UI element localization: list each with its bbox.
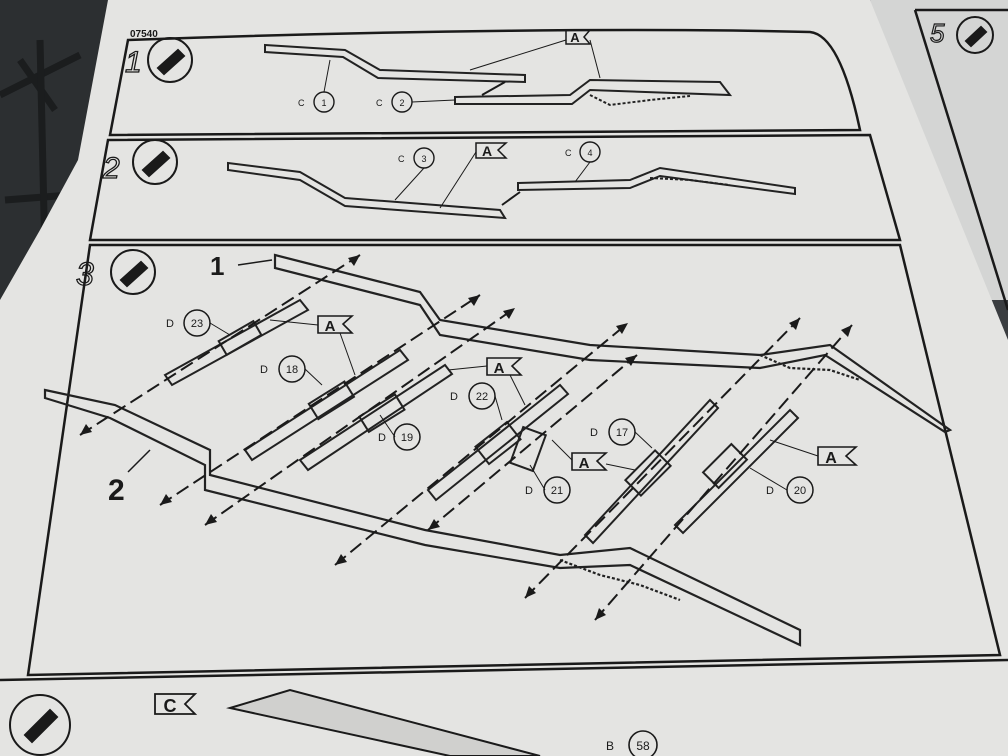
glue-tube-icon <box>9 694 71 756</box>
tag-a-step-3-3: A <box>571 452 609 472</box>
cross-member-18 <box>243 348 410 462</box>
svg-text:C: C <box>164 696 177 716</box>
subassembly-1-pointer <box>237 259 273 266</box>
step-1-frame-rail-right <box>454 78 733 107</box>
svg-text:21: 21 <box>551 485 563 497</box>
glue-tube-icon <box>132 139 178 185</box>
assembly-guide-lines <box>79 254 853 621</box>
step-3-number: 3 <box>76 256 94 292</box>
svg-text:A: A <box>579 455 590 472</box>
cross-member-21 <box>508 425 548 473</box>
svg-text:D: D <box>260 364 268 376</box>
callout-b58: B 58 <box>606 730 658 756</box>
step-3-rail-2 <box>43 388 802 647</box>
callout-d21: D 21 <box>525 476 571 504</box>
cross-member-17 <box>583 398 720 545</box>
cross-member-22 <box>426 383 570 502</box>
step-1-number: 1 <box>125 46 142 79</box>
subassembly-1-label: 1 <box>210 251 224 281</box>
subassembly-2-label: 2 <box>108 474 125 507</box>
svg-text:C: C <box>398 154 405 164</box>
step-1-arrow <box>481 81 506 96</box>
step-3-frame <box>26 243 1002 677</box>
svg-text:4: 4 <box>587 148 592 158</box>
step-3-rail-1 <box>273 253 953 434</box>
svg-text:C: C <box>376 98 383 108</box>
svg-text:A: A <box>570 30 580 45</box>
page-code: 07540 <box>130 29 158 40</box>
svg-text:D: D <box>450 391 458 403</box>
step-2-arrow <box>501 191 521 206</box>
svg-text:B: B <box>606 739 614 753</box>
svg-text:1: 1 <box>321 98 326 108</box>
svg-text:17: 17 <box>616 427 628 439</box>
svg-text:C: C <box>565 148 572 158</box>
step-2-frame <box>88 133 902 242</box>
svg-text:A: A <box>325 318 336 335</box>
svg-text:D: D <box>525 485 533 497</box>
tag-a-step-3-2: A <box>486 357 524 377</box>
tag-c: C <box>154 693 198 716</box>
svg-text:D: D <box>590 427 598 439</box>
step-5-number: 5 <box>930 18 945 48</box>
step-2-frame-rail-right <box>517 166 796 196</box>
arrowheads <box>80 255 852 620</box>
svg-text:22: 22 <box>476 391 488 403</box>
cross-member-20 <box>673 408 800 535</box>
tag-a-step-3-1: A <box>317 315 355 335</box>
step-2-number: 2 <box>102 152 120 185</box>
cross-member-23 <box>163 298 310 387</box>
svg-text:20: 20 <box>794 485 806 497</box>
svg-text:58: 58 <box>636 739 650 753</box>
step-5-frame <box>913 8 1008 311</box>
right-page <box>870 0 1008 300</box>
callout-d19: D 19 <box>378 423 421 451</box>
tag-a-step-3-4: A <box>817 446 859 467</box>
svg-text:3: 3 <box>421 154 426 164</box>
svg-text:2: 2 <box>399 98 404 108</box>
step-2-frame-rail-left <box>227 161 507 220</box>
svg-text:C: C <box>298 98 305 108</box>
svg-text:D: D <box>378 432 386 444</box>
svg-text:19: 19 <box>401 432 413 444</box>
callout-d22: D 22 <box>450 382 496 410</box>
step-1-frame-rail-left <box>264 43 526 84</box>
glue-tube-icon <box>147 37 193 83</box>
bottom-divider <box>0 658 1008 682</box>
svg-text:18: 18 <box>286 364 298 376</box>
subassembly-2-pointer <box>127 449 151 473</box>
svg-text:23: 23 <box>191 318 203 330</box>
svg-text:A: A <box>494 360 505 377</box>
tag-a-step-1: A <box>565 29 592 45</box>
svg-text:D: D <box>766 485 774 497</box>
leader-lines <box>209 39 819 491</box>
svg-text:A: A <box>825 450 837 467</box>
bottom-part-rail <box>226 688 541 756</box>
svg-text:D: D <box>166 318 174 330</box>
step-1-frame <box>108 28 862 137</box>
svg-text:A: A <box>482 143 492 159</box>
glue-tube-icon <box>110 249 156 295</box>
tag-a-step-2: A <box>475 142 508 159</box>
glue-tube-icon <box>956 16 994 54</box>
